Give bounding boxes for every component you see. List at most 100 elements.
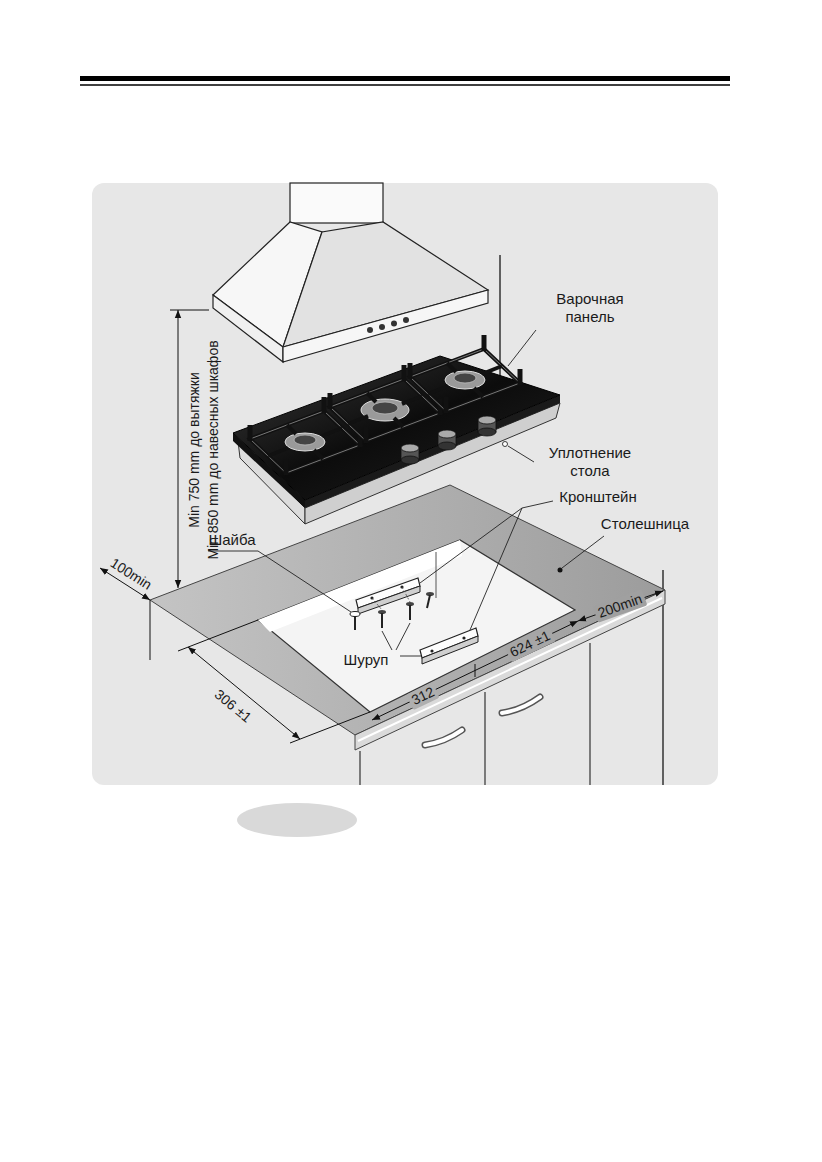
- grate-finger: [447, 363, 456, 372]
- hood-chimney: [290, 183, 383, 223]
- hood-button: [403, 317, 409, 323]
- grate-post: [402, 365, 407, 381]
- clearance-label: Min 850 mm до навесных шкафов: [205, 340, 222, 559]
- extension-line: [178, 620, 258, 651]
- bracket: [422, 636, 478, 664]
- leader-line: [258, 551, 351, 612]
- leader-line: [508, 446, 534, 462]
- bracket-hole: [430, 649, 433, 652]
- control-knob: [438, 430, 456, 450]
- knob-base: [438, 442, 456, 450]
- grate-post: [328, 393, 333, 409]
- cabinet-line: [589, 643, 590, 785]
- grate: [410, 349, 520, 411]
- grate-post: [482, 335, 487, 351]
- dimension-line: [188, 647, 300, 739]
- leader-line: [420, 508, 522, 583]
- grate-post: [518, 369, 523, 385]
- hood-button: [391, 321, 397, 327]
- burner: [410, 335, 520, 413]
- grate-finger: [474, 388, 483, 397]
- grate-finger: [268, 448, 288, 456]
- grate-finger: [428, 386, 448, 394]
- knob-base: [478, 428, 496, 436]
- burner: [250, 397, 360, 475]
- dimension-label: 312: [406, 682, 440, 710]
- leader-lines: [208, 330, 604, 656]
- assembly-line: [372, 598, 382, 610]
- extension-line: [150, 600, 151, 660]
- hood-rim: [213, 295, 283, 362]
- knob-top: [438, 430, 456, 438]
- grate-post: [444, 397, 449, 413]
- door-handle: [425, 730, 462, 745]
- grate-finger: [402, 396, 422, 404]
- knob-top: [401, 444, 419, 452]
- countertop-point: [558, 568, 563, 573]
- grate-post: [322, 397, 327, 413]
- cabinet: [360, 643, 590, 785]
- range-hood: [213, 183, 488, 362]
- part-label: Уплотнение стола: [538, 444, 642, 480]
- burner-cap: [454, 373, 476, 383]
- leader-line: [470, 501, 553, 630]
- extension-line: [170, 310, 209, 311]
- washer: [350, 612, 360, 617]
- grate-finger: [394, 418, 403, 427]
- cabinet-line: [484, 692, 485, 785]
- hood-rim: [283, 290, 488, 362]
- countertop-surface: [150, 485, 665, 735]
- hood-button: [367, 327, 373, 333]
- part-label: Шуруп: [344, 651, 389, 669]
- burner: [330, 365, 440, 443]
- countertop: [150, 485, 665, 750]
- dimension-label: 306 ±1: [211, 686, 255, 726]
- background-panel: [92, 183, 718, 785]
- dimension-label: 200min: [593, 589, 648, 622]
- leader-line: [508, 330, 536, 366]
- door-handle: [502, 697, 540, 713]
- burner-cap: [294, 435, 316, 445]
- cutout: [258, 540, 575, 712]
- grate: [410, 349, 520, 411]
- part-label: Столешница: [601, 515, 689, 533]
- control-knob: [478, 416, 496, 436]
- burner-cap: [372, 402, 398, 414]
- seal-point: [503, 442, 508, 447]
- grate-post: [364, 427, 369, 443]
- grate-post: [248, 425, 253, 441]
- grate-finger: [322, 428, 342, 436]
- screw: [409, 605, 411, 620]
- cabinet-line: [359, 751, 360, 785]
- dimension-line: [372, 621, 578, 720]
- control-knob: [401, 444, 419, 464]
- cutout-wall: [258, 540, 462, 632]
- header-rule: [80, 76, 730, 81]
- screw: [381, 613, 383, 628]
- screw: [354, 616, 356, 630]
- grate-post: [408, 363, 413, 379]
- leader-line: [400, 656, 422, 657]
- leader-line: [562, 536, 604, 568]
- dimension-label: 624 ±1: [504, 626, 555, 662]
- burner-ring: [445, 371, 485, 389]
- grate-finger: [367, 393, 376, 402]
- dimension-tick: [475, 664, 476, 677]
- dimension-line: [178, 310, 179, 588]
- grate-finger: [314, 450, 323, 459]
- part-label: Варочная панель: [540, 290, 640, 326]
- burner-ring: [285, 433, 325, 451]
- extension-line: [290, 712, 370, 743]
- grate-post: [284, 459, 289, 475]
- assembly-line: [402, 587, 410, 602]
- dimension-lines: [100, 310, 663, 743]
- glass-top: [233, 356, 560, 500]
- blank-badge: [237, 803, 357, 837]
- bracket-hole: [462, 636, 465, 639]
- hood-button: [379, 324, 385, 330]
- leader-line: [382, 631, 392, 650]
- cooktop: [233, 335, 560, 524]
- grate-finger: [287, 425, 296, 434]
